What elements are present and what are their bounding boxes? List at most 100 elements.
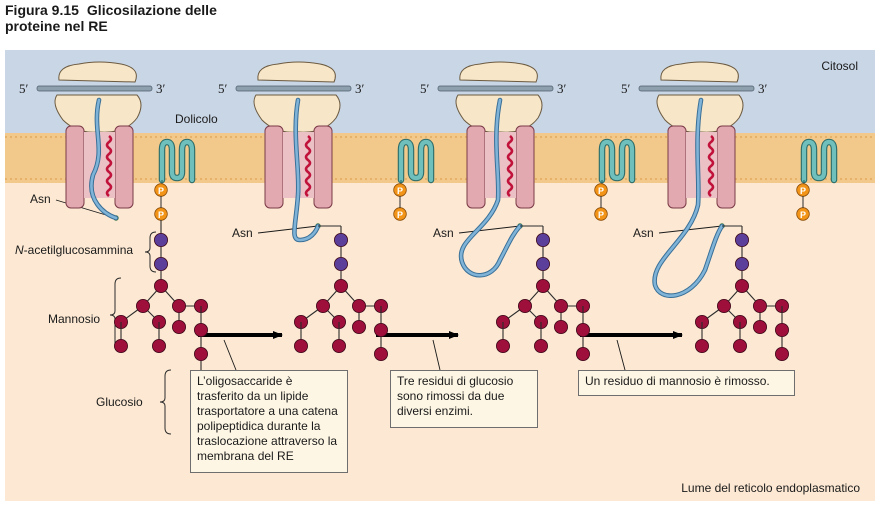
mannose-sugar	[554, 319, 569, 334]
phosphate-label: P	[598, 210, 604, 220]
ribosome-small-subunit-1	[58, 61, 137, 83]
glucose-label: Glucosio	[96, 395, 143, 409]
asn-label-4: Asn	[633, 226, 654, 240]
phosphate-label: P	[598, 186, 604, 196]
mannose-sugar	[534, 338, 549, 353]
n-acetylglucosamine-label: N-acetilglucosammina	[15, 243, 133, 257]
polypeptide-1	[90, 98, 118, 220]
mannose-sugar	[351, 319, 366, 334]
ribosome-complex-1	[36, 61, 153, 209]
five-prime-label-2: 5′	[218, 81, 228, 96]
translocon-left-2	[264, 125, 284, 209]
translocon-right-2	[313, 125, 333, 209]
dolichol-2: PP	[393, 138, 435, 221]
dolichol-1: PP	[154, 138, 196, 221]
figure-number: Figura 9.15	[5, 2, 79, 18]
polypeptide-2	[293, 98, 320, 242]
phosphate-label: P	[158, 186, 164, 196]
phosphate-label: P	[397, 186, 403, 196]
ribosome-complex-4	[638, 61, 755, 209]
mannose-sugar	[351, 298, 366, 313]
mannose-sugar	[373, 322, 388, 337]
signal-sequence-1	[105, 134, 113, 198]
brace-glucose	[159, 369, 172, 435]
glcnac-sugar	[153, 256, 168, 271]
mannose-sugar	[315, 298, 330, 313]
mannose-sugar	[373, 346, 388, 361]
figure-title-line2: proteine nel RE	[5, 18, 108, 34]
caption-step1: L’oligosaccaride è trasferito da un lipi…	[190, 370, 348, 473]
caption-step3: Un residuo di mannosio è rimosso.	[578, 370, 795, 396]
glcnac-sugar	[536, 232, 551, 247]
polypeptide-3	[459, 98, 522, 277]
signal-sequence-2	[304, 134, 312, 198]
mannose-sugar	[753, 298, 768, 313]
translocon-right-4	[716, 125, 736, 209]
mannose-sugar	[753, 319, 768, 334]
dolichol-3: PP	[594, 138, 636, 221]
ribosome-small-subunit-2	[257, 61, 336, 83]
glcnac-sugar	[333, 232, 348, 247]
mrna-3	[437, 85, 554, 92]
er-membrane	[5, 133, 875, 183]
phosphate-label: P	[158, 210, 164, 220]
mannose-sugar	[293, 338, 308, 353]
dolichol-4: PP	[796, 138, 838, 221]
mannose-sugar	[171, 298, 186, 313]
polypeptide-4	[653, 98, 724, 297]
mannose-sugar	[171, 319, 186, 334]
dolichol-label: Dolicolo	[175, 112, 218, 126]
mannose-sugar	[495, 338, 510, 353]
glcnac-sugar	[153, 232, 168, 247]
mrna-4	[638, 85, 755, 92]
asn-label-3: Asn	[433, 226, 454, 240]
mannose-sugar	[717, 298, 732, 313]
mannose-sugar	[735, 278, 750, 293]
signal-sequence-4	[707, 134, 715, 198]
mannose-sugar	[775, 322, 790, 337]
mannose-sugar	[695, 338, 710, 353]
mannose-sugar	[536, 278, 551, 293]
five-prime-label-4: 5′	[621, 81, 631, 96]
glcnac-sugar	[735, 256, 750, 271]
ribosome-complex-3	[437, 61, 554, 209]
translocon-right-1	[114, 125, 134, 209]
mannose-sugar	[193, 346, 208, 361]
mannose-label: Mannosio	[48, 312, 100, 326]
glcnac-sugar	[735, 232, 750, 247]
lumen-label: Lume del reticolo endoplasmatico	[681, 481, 860, 495]
phosphate-label: P	[800, 186, 806, 196]
mannose-sugar	[333, 278, 348, 293]
mannose-sugar	[135, 298, 150, 313]
mannose-sugar	[193, 322, 208, 337]
translocon-left-1	[65, 125, 85, 209]
three-prime-label-3: 3′	[557, 81, 567, 96]
mrna-1	[36, 85, 153, 92]
mannose-sugar	[153, 278, 168, 293]
five-prime-label-1: 5′	[19, 81, 29, 96]
glcnac-sugar	[333, 256, 348, 271]
five-prime-label-3: 5′	[420, 81, 430, 96]
ribosome-small-subunit-4	[660, 61, 739, 83]
ribosome-small-subunit-3	[459, 61, 538, 83]
mannose-sugar	[331, 338, 346, 353]
cytosol-label: Citosol	[821, 59, 858, 73]
asn-label-2: Asn	[232, 226, 253, 240]
phosphate-label: P	[397, 210, 403, 220]
three-prime-label-4: 3′	[758, 81, 768, 96]
mannose-sugar	[554, 298, 569, 313]
mannose-sugar	[151, 338, 166, 353]
asn-label-1: Asn	[30, 192, 51, 206]
mannose-sugar	[733, 338, 748, 353]
mannose-sugar	[576, 322, 591, 337]
mrna-2	[235, 85, 352, 92]
mannose-sugar	[775, 346, 790, 361]
translocon-left-3	[466, 125, 486, 209]
translocon-right-3	[515, 125, 535, 209]
translocon-left-4	[667, 125, 687, 209]
three-prime-label-2: 3′	[355, 81, 365, 96]
caption-step2: Tre residui di glucosio sono rimossi da …	[390, 370, 538, 428]
mannose-sugar	[576, 346, 591, 361]
